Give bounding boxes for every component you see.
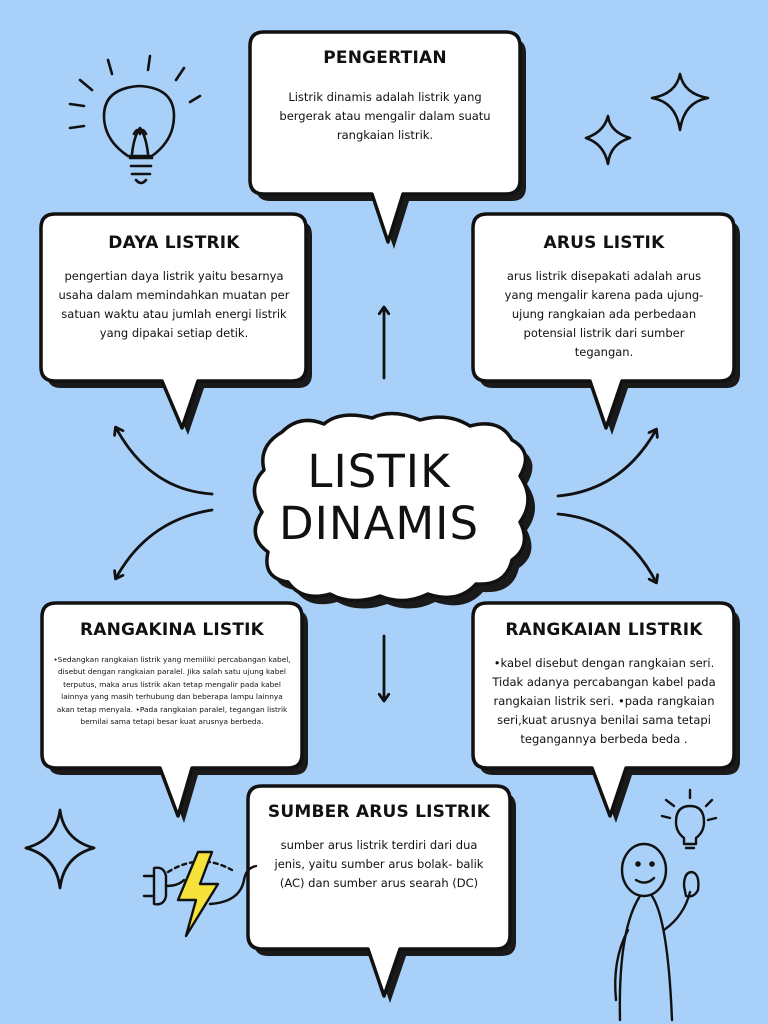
bubble-daya-shape: [39, 212, 312, 435]
person-idea-icon: [614, 788, 718, 1022]
bubble-rangakina-shape: [40, 601, 308, 823]
box-rangkaian-title: RANGKAIAN LISTRIK: [505, 620, 703, 640]
bubble-pengertian-shape: [248, 30, 526, 249]
box-pengertian-title: PENGERTIAN: [323, 48, 447, 68]
center-title-line2: DINAMIS: [278, 497, 480, 550]
arrow-lower-right: [556, 512, 656, 582]
box-arus-title: ARUS LISTIK: [543, 233, 665, 253]
box-pengertian-text: Listrik dinamis adalah listrik yang berg…: [279, 90, 491, 142]
arrow-upper-left: [116, 428, 214, 496]
box-rangakina-text: •Sedangkan rangkaian listrik yang memili…: [53, 655, 291, 727]
lightning-bolt-icon: [176, 850, 220, 938]
center-title: LISTIK DINAMIS: [248, 446, 510, 550]
box-sumber: SUMBER ARUS LISTRIK sumber arus listrik …: [258, 802, 500, 893]
arrow-lower-left: [116, 508, 214, 578]
box-sumber-title: SUMBER ARUS LISTRIK: [267, 802, 491, 822]
center-cloud-shape: [252, 411, 535, 609]
box-rangkaian: RANGKAIAN LISTRIK •kabel disebut dengan …: [484, 620, 724, 749]
center-title-line1: LISTIK: [307, 445, 451, 498]
box-rangakina: RANGAKINA LISTIK •Sedangkan rangkaian li…: [52, 620, 292, 728]
box-daya: DAYA LISTRIK pengertian daya listrik yai…: [52, 233, 296, 343]
bubble-sumber-shape: [246, 784, 516, 1003]
star-icon: [650, 72, 710, 132]
bubble-rangkaian-shape: [471, 601, 740, 823]
box-rangkaian-text: •kabel disebut dengan rangkaian seri. Ti…: [492, 656, 716, 746]
bubble-arus-shape: [471, 212, 740, 435]
box-pengertian: PENGERTIAN Listrik dinamis adalah listri…: [262, 48, 508, 145]
box-daya-title: DAYA LISTRIK: [108, 233, 240, 253]
star-small-icon: [584, 114, 632, 166]
connector-arrows: [116, 308, 656, 700]
lightbulb-icon: [68, 54, 202, 185]
box-arus: ARUS LISTIK arus listrik disepakati adal…: [486, 233, 722, 362]
box-sumber-text: sumber arus listrik terdiri dari dua jen…: [274, 838, 484, 890]
box-rangakina-title: RANGAKINA LISTIK: [79, 620, 265, 640]
box-daya-text: pengertian daya listrik yaitu besarnya u…: [58, 269, 290, 340]
star-large-icon: [24, 808, 96, 890]
arrow-upper-right: [556, 430, 656, 498]
box-arus-text: arus listrik disepakati adalah arus yang…: [504, 269, 704, 359]
